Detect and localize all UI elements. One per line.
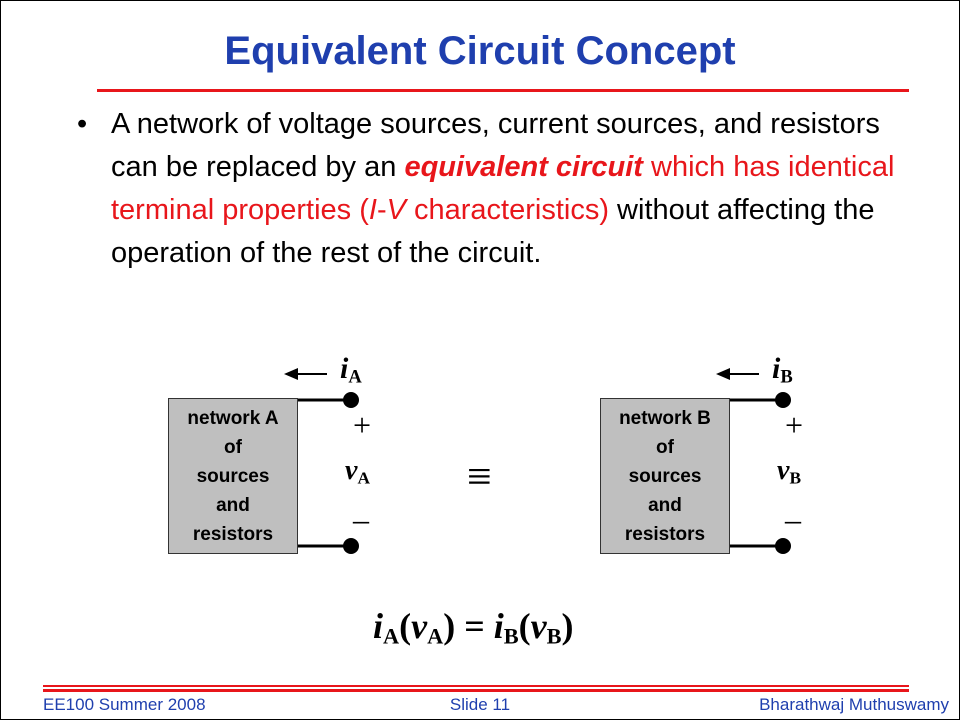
eq-paren: (: [518, 606, 531, 646]
minus-a: –: [353, 501, 369, 537]
terminal-b-bottom: [775, 538, 791, 554]
equivalence-symbol: ≡: [467, 452, 492, 501]
footer-rule-thin: [43, 685, 909, 687]
bullet-text: A network of voltage sources, current so…: [111, 103, 911, 275]
network-a-line: and: [216, 494, 250, 516]
current-a-symbol: i: [340, 352, 349, 385]
equation: iA(vA) = iB(vB): [373, 605, 574, 650]
eq-i-a: i: [373, 606, 384, 646]
bullet-dash: -: [376, 194, 387, 226]
network-b-box: network B of sources and resistors: [600, 398, 730, 554]
bullet-i-symbol: I: [368, 194, 377, 226]
network-a-line: sources: [196, 465, 270, 487]
bullet-part4: without affecting the operation of the r…: [111, 194, 875, 269]
footer-rule-thick: [43, 689, 909, 692]
network-b-line: of: [656, 436, 674, 458]
voltage-b-symbol: v: [777, 455, 790, 486]
bullet-part1: A network of voltage sources, current so…: [111, 108, 880, 183]
voltage-b-label: vB: [777, 455, 801, 488]
network-b-line: sources: [628, 465, 702, 487]
network-a-line: of: [224, 436, 242, 458]
voltage-a-subscript: A: [357, 468, 370, 488]
arrow-b-head: [716, 368, 730, 380]
current-b-subscript: B: [780, 366, 793, 388]
footer-course: EE100 Summer 2008: [43, 695, 206, 714]
eq-paren: (: [399, 606, 412, 646]
eq-v-a: v: [411, 606, 428, 646]
arrow-a-head: [284, 368, 298, 380]
current-a-subscript: A: [348, 366, 362, 388]
network-b-line: and: [648, 494, 682, 516]
network-b-line: resistors: [624, 523, 706, 545]
network-a-box: network A of sources and resistors: [168, 398, 298, 554]
footer-author: Bharathwaj Muthuswamy: [759, 695, 949, 714]
terminal-b-top: [775, 392, 791, 408]
slide-title: Equivalent Circuit Concept: [224, 29, 736, 73]
plus-a: +: [353, 407, 372, 443]
terminal-a-bottom: [343, 538, 359, 554]
network-a-line: network A: [187, 407, 279, 429]
plus-b: +: [785, 407, 804, 443]
eq-sub: B: [503, 623, 519, 649]
eq-sub: A: [383, 623, 400, 649]
current-b-label: iB: [772, 352, 793, 389]
eq-equals: =: [455, 606, 494, 646]
minus-b: –: [785, 501, 801, 537]
voltage-a-label: vA: [345, 455, 370, 488]
voltage-a-symbol: v: [345, 455, 358, 486]
title-underline: [97, 89, 909, 92]
bullet-part3: characteristics): [405, 194, 609, 226]
footer-slide-number: Slide 11: [449, 695, 511, 714]
current-a-label: iA: [340, 352, 362, 389]
eq-paren: ): [443, 606, 456, 646]
eq-sub: A: [427, 623, 444, 649]
network-b-line: network B: [619, 407, 711, 429]
terminal-a-top: [343, 392, 359, 408]
eq-v-b: v: [530, 606, 547, 646]
bullet-dot: •: [77, 108, 88, 140]
bullet-part2: which has identical terminal properties …: [111, 151, 895, 226]
voltage-b-subscript: B: [789, 468, 802, 488]
current-b-symbol: i: [772, 352, 781, 385]
bullet-emphasis: equivalent circuit: [404, 151, 643, 183]
network-a-line: resistors: [192, 523, 274, 545]
eq-paren: ): [561, 606, 574, 646]
eq-sub: B: [546, 623, 562, 649]
eq-i-b: i: [493, 606, 504, 646]
bullet-v-symbol: V: [386, 194, 406, 226]
